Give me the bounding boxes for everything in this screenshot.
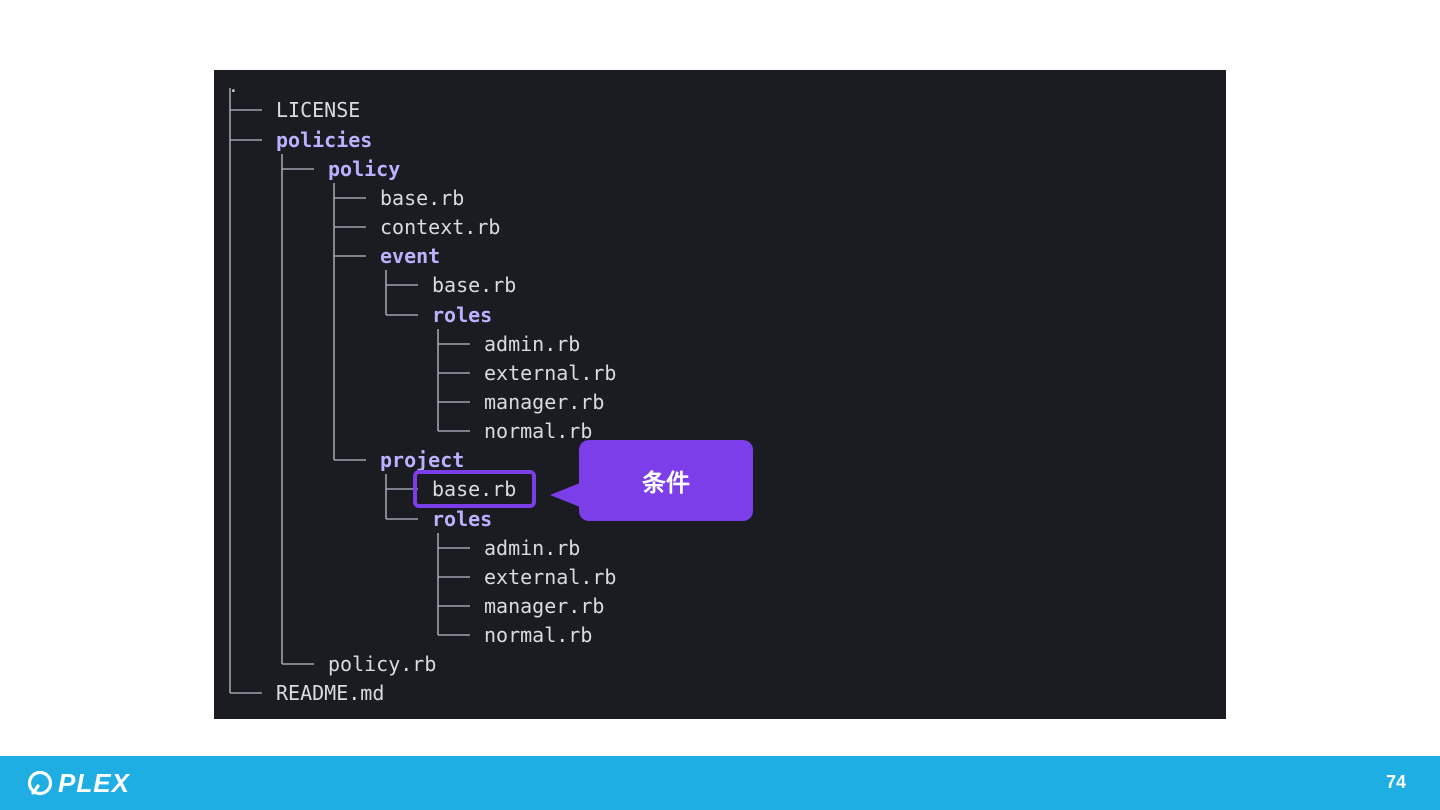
tree-entry-policy-rb: policy.rb (328, 652, 437, 676)
tree-entry-project-roles: roles (432, 507, 493, 531)
tree-entry-event-manager-rb: manager.rb (484, 390, 605, 414)
plex-logo-text: PLEX (58, 767, 130, 798)
tree-entry-project-external-rb: external.rb (484, 565, 617, 589)
tree-entry-license: LICENSE (276, 98, 361, 122)
tree-entry-context-rb: context.rb (380, 215, 501, 239)
highlight-box (413, 470, 536, 508)
tree-entry-project-admin-rb: admin.rb (484, 536, 581, 560)
page-number: 74 (1385, 772, 1406, 792)
tree-entry-base-rb: base.rb (380, 186, 465, 210)
callout-bubble: 条件 (579, 440, 753, 521)
tree-entry-project-base-rb: base.rb (432, 477, 517, 501)
tree-root: . (228, 76, 239, 97)
tree-connectors (229, 88, 470, 694)
tree-entry-event-normal-rb: normal.rb (484, 419, 593, 443)
callout-label: 条件 (642, 469, 690, 497)
tree-entry-project-manager-rb: manager.rb (484, 594, 605, 618)
plex-logo-icon (27, 770, 53, 796)
tree-entry-readme: README.md (276, 681, 385, 705)
callout-pointer (550, 483, 580, 507)
tree-entry-project: project (380, 448, 465, 472)
footer-bar: PLEX 74 (0, 756, 1440, 810)
tree-entry-policies: policies (276, 128, 373, 152)
tree-entry-policy: policy (328, 157, 401, 181)
tree-entry-event-external-rb: external.rb (484, 361, 617, 385)
tree-entry-event-roles: roles (432, 303, 493, 327)
tree-entry-event-admin-rb: admin.rb (484, 332, 581, 356)
file-tree-screenshot: . LICENSE policies policy base.rb contex… (214, 70, 1226, 719)
tree-entry-event: event (380, 244, 441, 268)
plex-logo: PLEX (26, 768, 130, 798)
tree-entry-project-normal-rb: normal.rb (484, 623, 593, 647)
tree-entry-event-base-rb: base.rb (432, 273, 517, 297)
